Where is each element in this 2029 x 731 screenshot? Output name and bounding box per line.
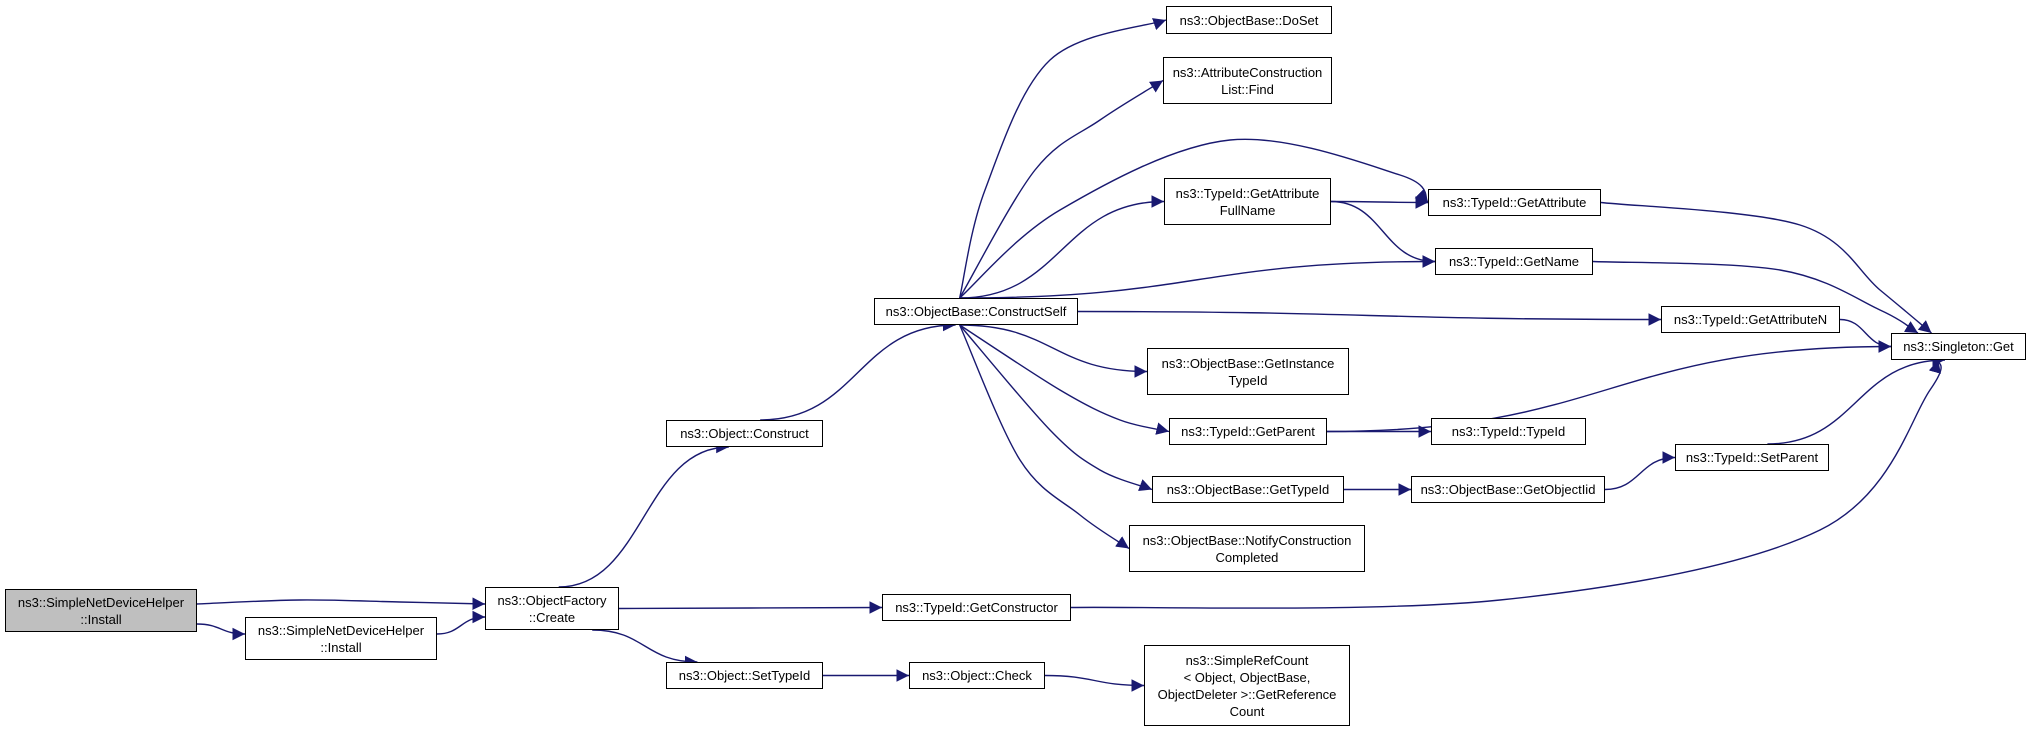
edge-of_create-to-obj_construct	[558, 440, 729, 588]
node-object-construct[interactable]: ns3::Object::Construct	[666, 420, 823, 447]
edge-tid_setparent-to-singleton_get	[1767, 353, 1946, 445]
edge-tid_getattrfullname-to-tid_getattribute	[1330, 196, 1429, 209]
node-objectfactory-create[interactable]: ns3::ObjectFactory ::Create	[485, 587, 619, 630]
node-object-check[interactable]: ns3::Object::Check	[909, 662, 1045, 689]
edge-ob_constructself-to-tid_getattribute	[959, 138, 1429, 299]
edge-tid_getconstructor-to-singleton_get	[1070, 359, 1942, 609]
edge-tid_getname-to-singleton_get	[1592, 260, 1919, 334]
node-typeid-typeid[interactable]: ns3::TypeId::TypeId	[1431, 418, 1586, 445]
edge-tid_getattribute-to-singleton_get	[1600, 201, 1932, 334]
node-attributeconstructionlist-find[interactable]: ns3::AttributeConstruction List::Find	[1163, 57, 1332, 104]
node-typeid-getconstructor[interactable]: ns3::TypeId::GetConstructor	[882, 594, 1071, 621]
edge-ob_constructself-to-ob_gettypeid	[959, 324, 1153, 491]
node-typeid-setparent[interactable]: ns3::TypeId::SetParent	[1675, 444, 1829, 471]
edge-ob_constructself-to-tid_getattributen	[1077, 310, 1662, 326]
node-typeid-getattributen[interactable]: ns3::TypeId::GetAttributeN	[1661, 306, 1840, 333]
node-simplenetdevicehelper-install[interactable]: ns3::SimpleNetDeviceHelper ::Install	[245, 617, 437, 660]
edge-ob_constructself-to-tid_getattrfullname	[959, 195, 1165, 299]
edge-tid_getparent-to-singleton_get	[1326, 340, 1892, 433]
node-simplenetdevicehelper-install-root[interactable]: ns3::SimpleNetDeviceHelper ::Install	[5, 589, 197, 632]
node-objectbase-constructself[interactable]: ns3::ObjectBase::ConstructSelf	[874, 298, 1078, 325]
edge-sndh_install_root-to-of_create	[196, 597, 486, 611]
edge-of_create-to-obj_settypeid	[592, 629, 698, 669]
node-objectbase-getinstancetypeid[interactable]: ns3::ObjectBase::GetInstance TypeId	[1147, 348, 1349, 395]
node-objectbase-doset[interactable]: ns3::ObjectBase::DoSet	[1166, 6, 1332, 34]
node-typeid-getattribute[interactable]: ns3::TypeId::GetAttribute	[1428, 189, 1601, 216]
edge-ob_getobjectiid-to-tid_setparent	[1604, 451, 1676, 491]
node-singleton-get[interactable]: ns3::Singleton::Get	[1891, 333, 2026, 360]
edge-ob_constructself-to-ob_doset	[958, 18, 1167, 299]
edge-ob_constructself-to-tid_getparent	[959, 324, 1170, 435]
edge-ob_constructself-to-ob_notifyconstructioncompleted	[959, 324, 1130, 550]
node-typeid-getparent[interactable]: ns3::TypeId::GetParent	[1169, 418, 1327, 445]
edge-sndh_install-to-of_create	[436, 610, 486, 635]
edge-ob_constructself-to-acl_find	[959, 79, 1164, 299]
edge-tid_getattrfullname-to-tid_getname	[1330, 200, 1436, 268]
edge-obj_check-to-src_getreferencecount	[1044, 674, 1145, 692]
node-objectbase-getobjectiid[interactable]: ns3::ObjectBase::GetObjectIid	[1411, 476, 1605, 503]
node-object-settypeid[interactable]: ns3::Object::SetTypeId	[666, 662, 823, 689]
edge-obj_construct-to-ob_constructself	[760, 318, 956, 421]
edge-sndh_install_root-to-sndh_install	[196, 623, 246, 641]
node-objectbase-notifyconstructioncompleted[interactable]: ns3::ObjectBase::NotifyConstruction Comp…	[1129, 525, 1365, 572]
node-typeid-getattributefullname[interactable]: ns3::TypeId::GetAttribute FullName	[1164, 178, 1331, 225]
edge-ob_constructself-to-tid_getname	[959, 255, 1436, 299]
node-simplerefcount-getreferencecount[interactable]: ns3::SimpleRefCount < Object, ObjectBase…	[1144, 645, 1350, 726]
node-typeid-getname[interactable]: ns3::TypeId::GetName	[1435, 248, 1593, 275]
edge-ob_constructself-to-ob_getinstancetypeid	[959, 324, 1148, 378]
node-objectbase-gettypeid[interactable]: ns3::ObjectBase::GetTypeId	[1152, 476, 1344, 503]
edge-tid_getattributen-to-singleton_get	[1839, 318, 1892, 353]
edge-of_create-to-tid_getconstructor	[618, 601, 883, 614]
